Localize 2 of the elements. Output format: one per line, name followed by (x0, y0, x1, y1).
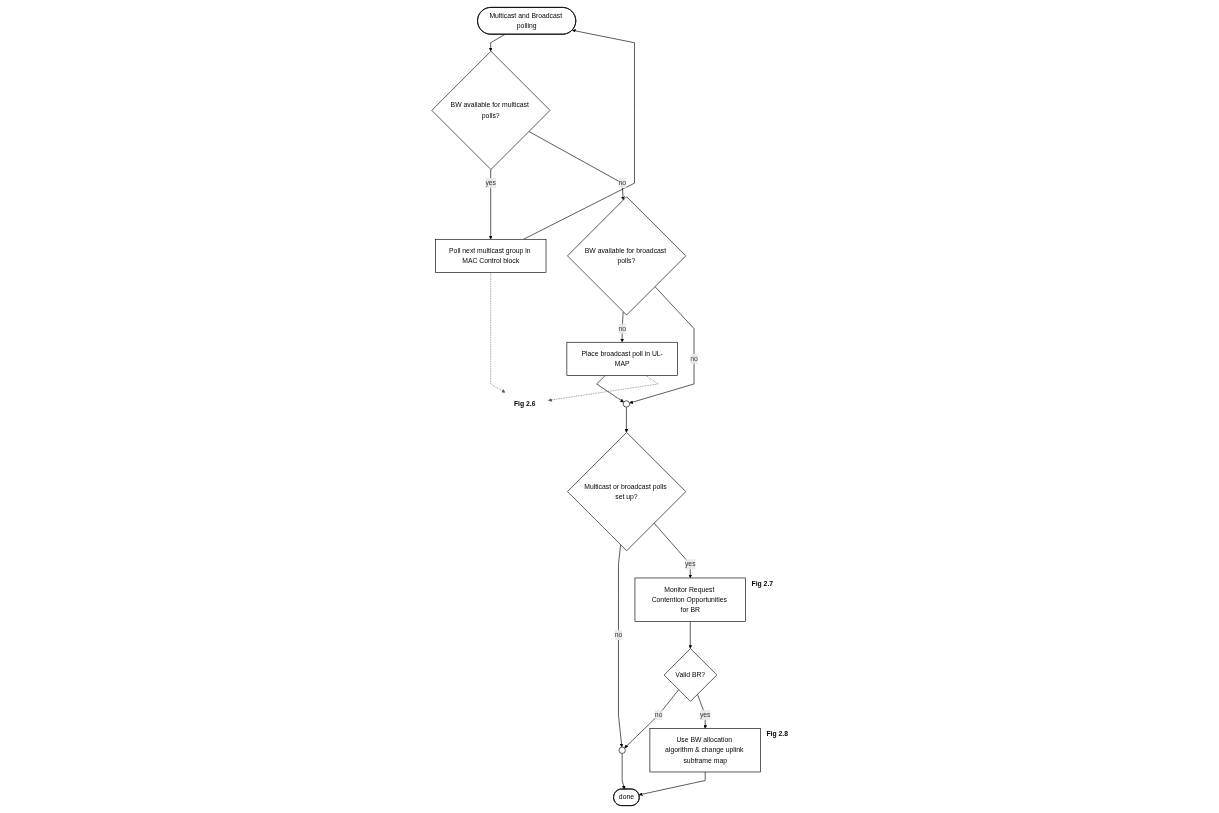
node-circle (622, 400, 630, 408)
node-circle (618, 746, 626, 754)
